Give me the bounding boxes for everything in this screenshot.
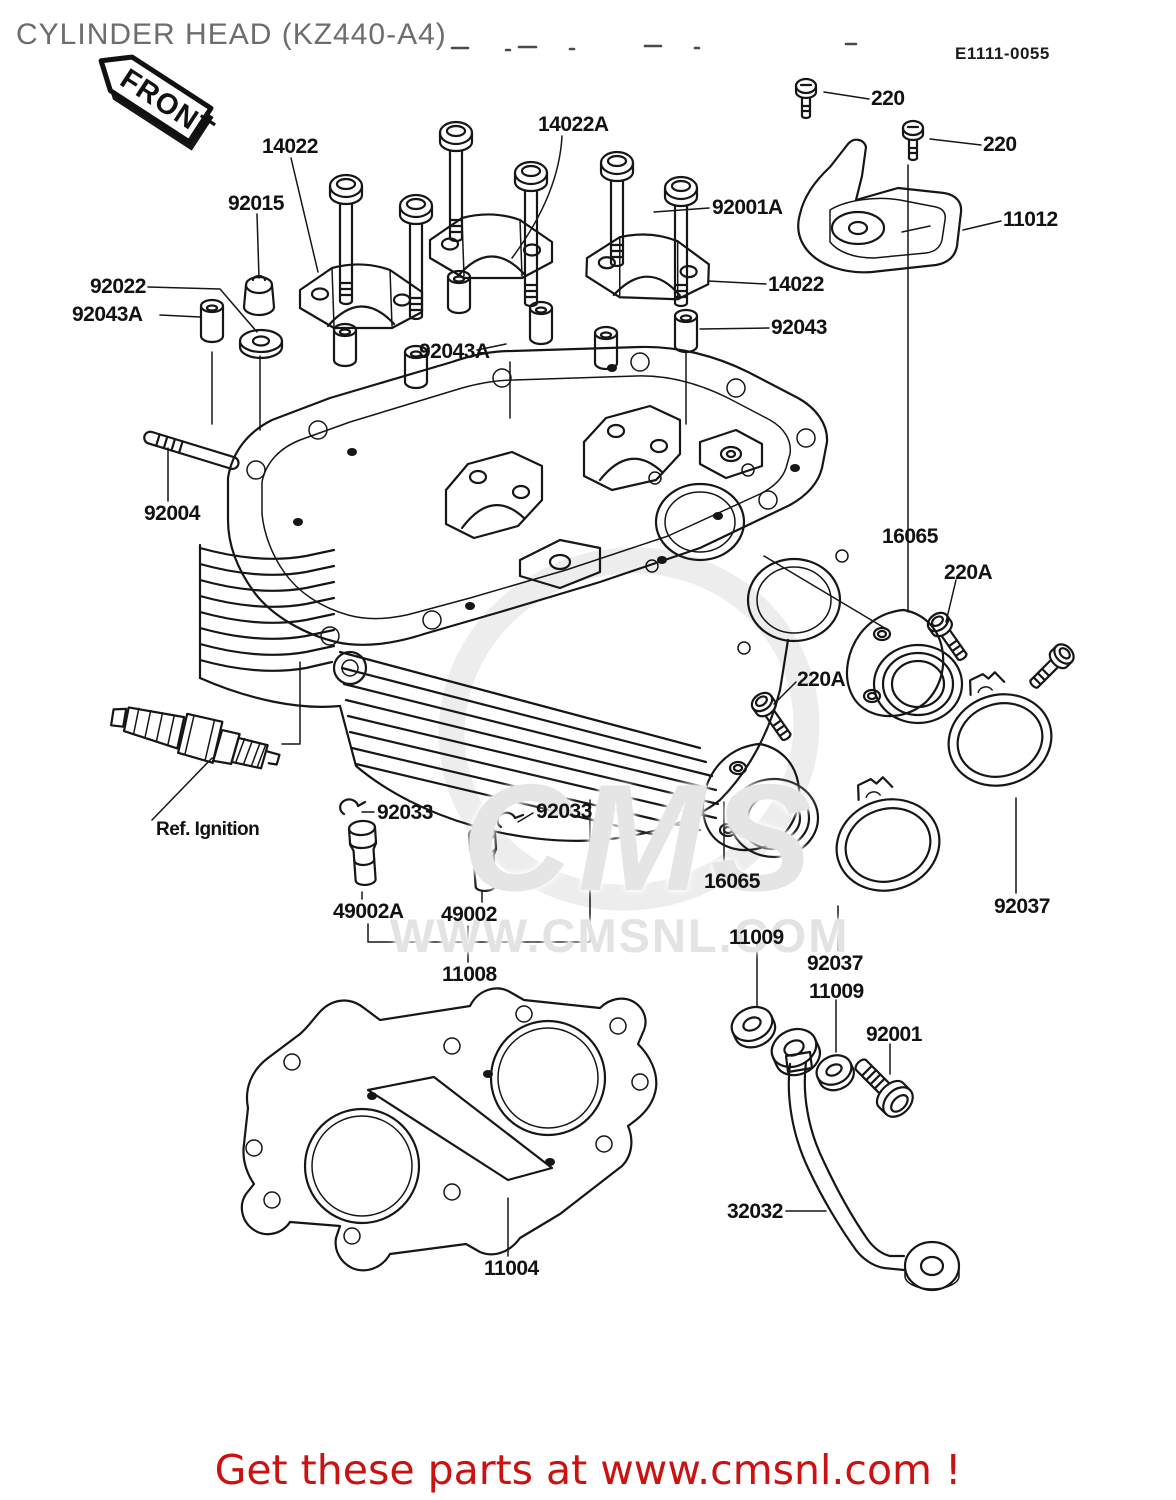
- diagram-code: E1111-0055: [955, 44, 1050, 63]
- banjo-washers: [730, 1005, 855, 1092]
- part-label-92043A-2: 92043A: [419, 340, 490, 363]
- part-label-11009-2: 11009: [809, 980, 864, 1003]
- cap-nut: [242, 274, 276, 317]
- part-label-220A-2: 220A: [797, 668, 846, 691]
- part-label-92033: 92033: [377, 801, 433, 824]
- ref-ignition-note: Ref. Ignition: [156, 819, 260, 840]
- scan-artifacts: [450, 42, 858, 52]
- part-label-49002A: 49002A: [333, 900, 404, 923]
- page-title: CYLINDER HEAD (KZ440-A4): [16, 18, 447, 51]
- part-label-11012: 11012: [1003, 208, 1058, 231]
- part-label-14022A: 14022A: [538, 113, 609, 136]
- part-label-92037: 92037: [994, 895, 1050, 918]
- valve-guides: [339, 798, 525, 893]
- part-label-11004: 11004: [484, 1257, 539, 1280]
- part-label-11009: 11009: [729, 926, 784, 949]
- part-label-14022-2: 14022: [768, 273, 824, 296]
- head-gasket: [240, 987, 658, 1272]
- part-label-92001A: 92001A: [712, 196, 783, 219]
- watermark-url: WWW.CMSNL.COM: [390, 909, 850, 962]
- part-label-14022: 14022: [262, 135, 318, 158]
- part-label-92022: 92022: [90, 275, 146, 298]
- part-label-92004: 92004: [144, 502, 200, 525]
- bracket: [797, 138, 963, 274]
- part-label-92043A: 92043A: [72, 303, 143, 326]
- part-label-49002: 49002: [441, 903, 497, 926]
- camshaft-caps: [298, 213, 711, 330]
- banjo-bolt: [854, 1058, 914, 1118]
- part-label-32032: 32032: [727, 1200, 783, 1223]
- part-label-92033-2: 92033: [536, 800, 592, 823]
- part-label-92037-2: 92037: [807, 952, 863, 975]
- head-bolts: [328, 120, 699, 321]
- part-label-16065: 16065: [882, 525, 938, 548]
- front-arrow-badge: FRONT: [98, 54, 220, 151]
- part-label-92043: 92043: [771, 316, 827, 339]
- part-label-220A: 220A: [944, 561, 993, 584]
- dowel-bushings: [199, 269, 699, 390]
- footer-promo-text: Get these parts at www.cmsnl.com !: [214, 1446, 962, 1494]
- part-label-220: 220: [871, 87, 905, 110]
- part-label-16065-2: 16065: [704, 870, 760, 893]
- part-label-92015: 92015: [228, 192, 284, 215]
- plain-washer: [238, 328, 284, 360]
- leader-lines: [147, 91, 1017, 1257]
- cylinder-head-body: [198, 345, 849, 842]
- hose-clamps: [816, 639, 1079, 905]
- part-label-11008: 11008: [442, 963, 497, 986]
- spark-plug: [110, 706, 281, 770]
- stud: [143, 430, 240, 470]
- watermark-logo: CMS: [462, 753, 818, 923]
- part-label-92001: 92001: [866, 1023, 922, 1046]
- part-label-220-2: 220: [983, 133, 1017, 156]
